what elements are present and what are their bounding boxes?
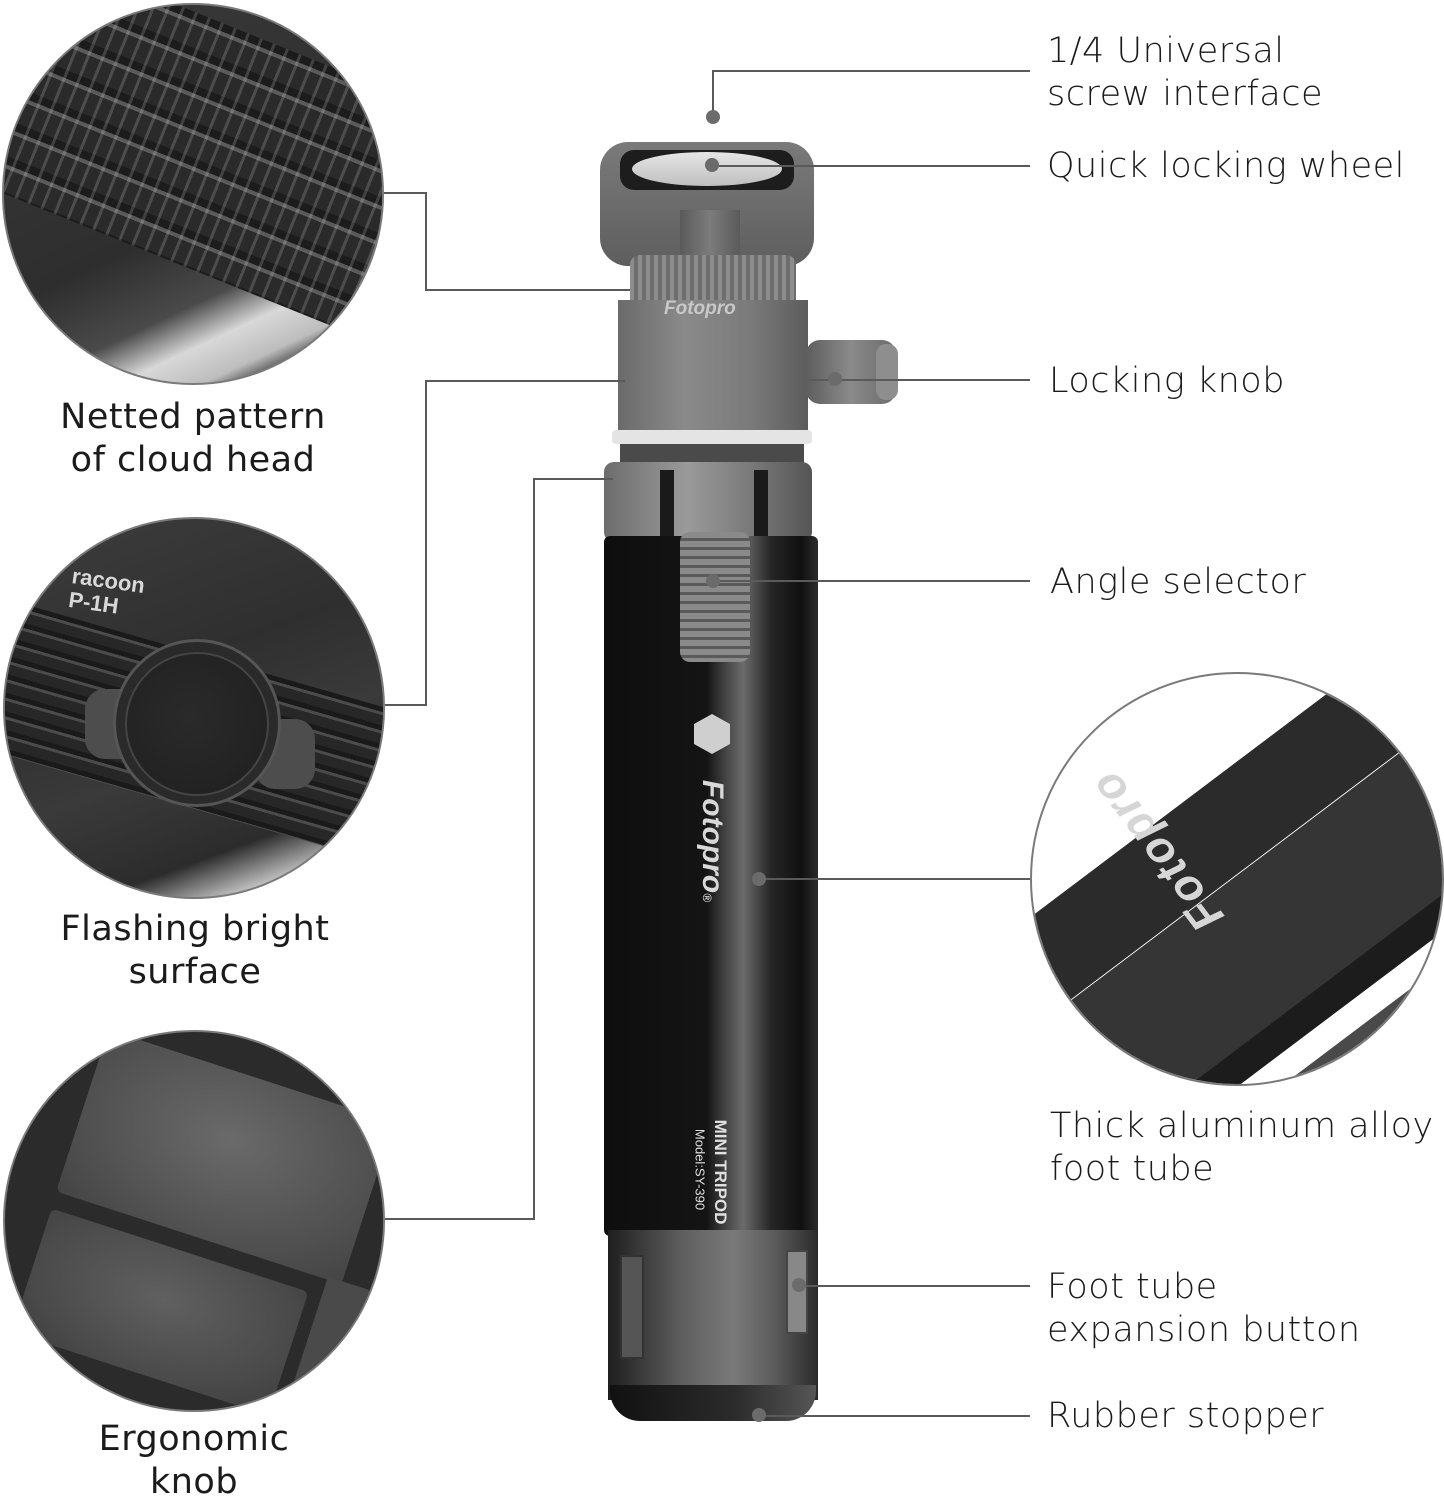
connector-bright xyxy=(385,704,427,706)
label-angle-selector: Angle selector xyxy=(1050,562,1307,602)
caption-netted-pattern: Netted pattern of cloud head xyxy=(60,397,326,480)
pointer-dot xyxy=(706,110,720,124)
detail-circle-bright-surface: racoon P-1H xyxy=(3,517,385,899)
expansion-button-left xyxy=(620,1255,644,1359)
connector-angle-selector xyxy=(712,580,1030,582)
leg-hinge xyxy=(604,462,812,542)
tube-model-title: MINI TRIPOD xyxy=(711,1119,730,1225)
connector-ergonomic xyxy=(385,1218,535,1220)
connector-wheel xyxy=(712,165,1030,167)
label-aluminum-tube: Thick aluminum alloy foot tube xyxy=(1050,1106,1434,1189)
caption-ergonomic-knob: Ergonomic knob xyxy=(98,1419,290,1502)
knurled-collar xyxy=(630,255,796,305)
pointer-dot xyxy=(705,158,719,172)
connector-expansion-button xyxy=(800,1285,1030,1287)
connector-rubber-stopper xyxy=(760,1415,1030,1417)
ball-head-base xyxy=(620,444,804,464)
pointer-dot xyxy=(792,1278,806,1292)
label-rubber-stopper: Rubber stopper xyxy=(1047,1396,1325,1436)
pointer-dot xyxy=(752,1408,766,1422)
connector-bright xyxy=(425,380,625,382)
connector-netted xyxy=(384,192,426,194)
expansion-button xyxy=(786,1250,808,1334)
connector-locking-knob xyxy=(808,379,1030,381)
connector-aluminum-tube xyxy=(758,878,1030,880)
pointer-dot xyxy=(828,372,842,386)
hinge-gap xyxy=(754,470,768,540)
round-knob xyxy=(125,652,269,796)
pointer-dot xyxy=(752,872,766,886)
connector-bright xyxy=(425,380,427,706)
tube-model-number: Model:SY-390 xyxy=(692,1128,708,1211)
connector-ergonomic xyxy=(533,478,613,480)
detail-circle-aluminum-tube: Fotopro xyxy=(1030,672,1444,1086)
pointer-dot xyxy=(706,574,720,588)
label-locking-knob: Locking knob xyxy=(1049,361,1285,401)
connector-netted xyxy=(425,289,630,291)
connector-netted xyxy=(425,192,427,290)
white-ring xyxy=(612,430,812,444)
label-quick-locking-wheel: Quick locking wheel xyxy=(1047,146,1405,186)
detail-circle-netted-pattern xyxy=(2,3,384,385)
label-expansion-button: Foot tube expansion button xyxy=(1047,1267,1361,1350)
angle-selector xyxy=(680,532,750,662)
ball-head-body xyxy=(618,300,808,432)
label-screw-interface: 1/4 Universal screw interface xyxy=(1047,31,1323,114)
hinge-gap xyxy=(660,470,674,540)
caption-bright-surface: Flashing bright surface xyxy=(60,909,330,992)
connector-screw xyxy=(712,70,1030,72)
locking-knob-cap xyxy=(876,344,898,400)
circle-engraving: racoon P-1H xyxy=(67,563,147,619)
tube-brand-text: Fotopro® xyxy=(696,779,729,903)
connector-ergonomic xyxy=(533,478,535,1220)
detail-circle-ergonomic-knob xyxy=(3,1030,385,1412)
connector-screw xyxy=(712,70,714,114)
head-brand-engraving: Fotopro xyxy=(664,298,736,319)
fotopro-logo-icon xyxy=(694,714,730,754)
